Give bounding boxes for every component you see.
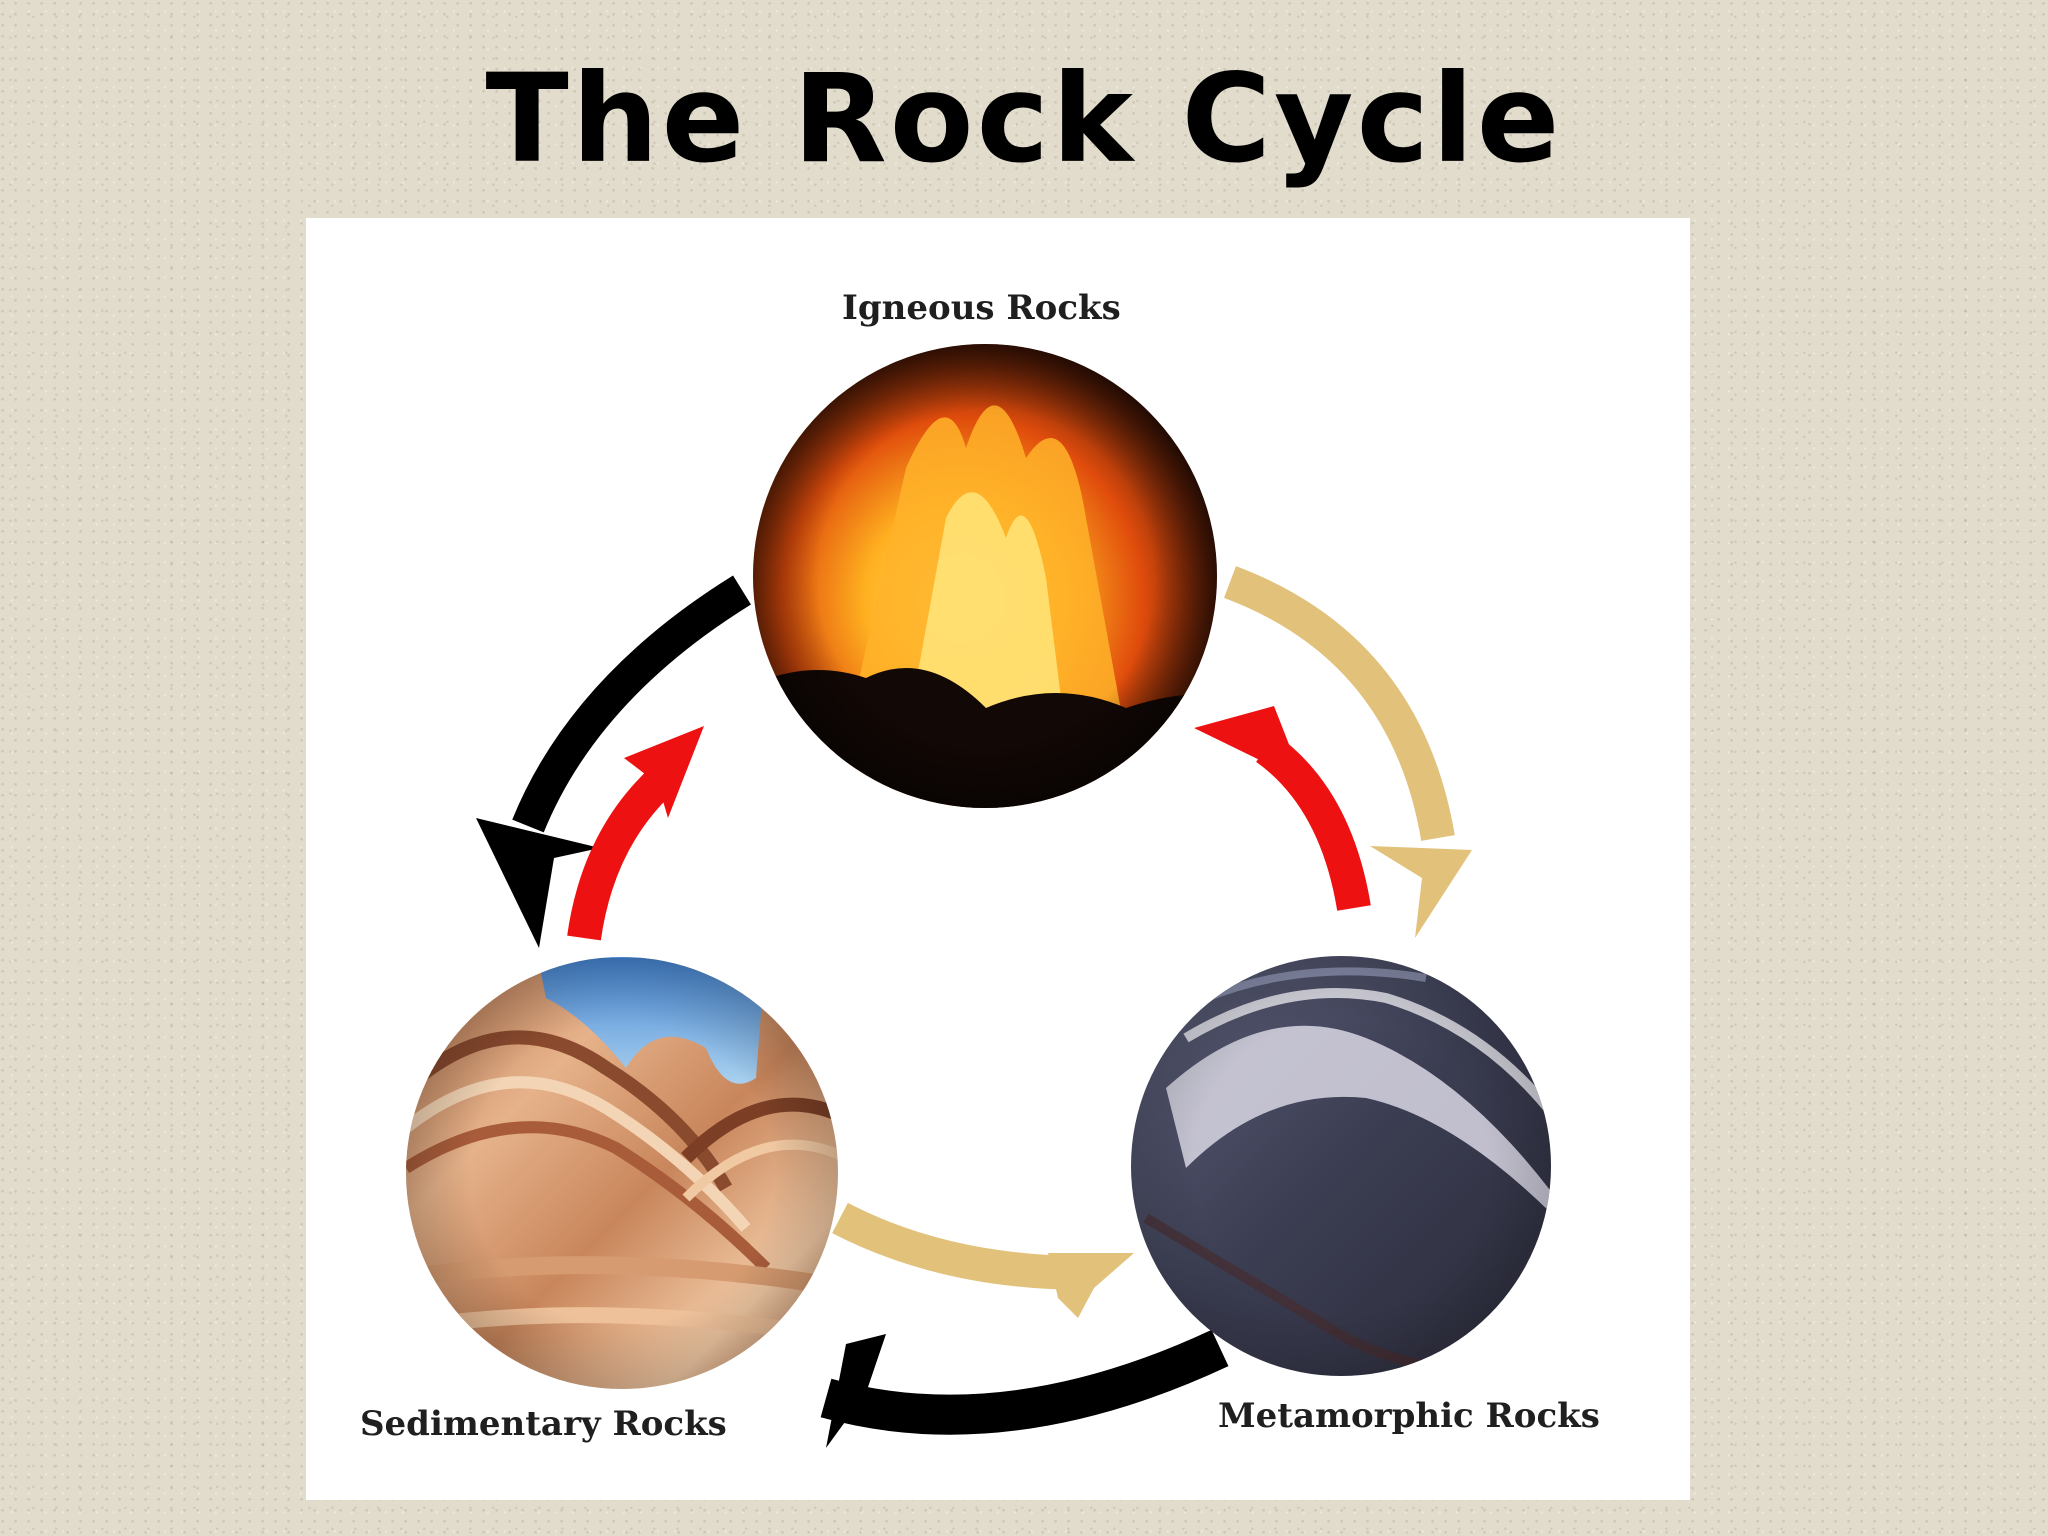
sedimentary-rock-image bbox=[406, 957, 838, 1389]
arrow-sedimentary-to-metamorphic bbox=[832, 1202, 1134, 1318]
slide-title: The Rock Cycle bbox=[485, 48, 1563, 190]
arrow-igneous-to-sedimentary bbox=[476, 575, 751, 948]
arrow-igneous-to-metamorphic bbox=[1224, 566, 1472, 938]
sedimentary-rocks-label: Sedimentary Rocks bbox=[360, 1404, 727, 1444]
arrow-sedimentary-to-igneous bbox=[567, 726, 704, 941]
arrow-metamorphic-to-igneous bbox=[1194, 706, 1371, 911]
rock-cycle-diagram: Igneous Rocks Sedimentary Rocks Metamorp… bbox=[306, 218, 1690, 1500]
igneous-rocks-label: Igneous Rocks bbox=[842, 288, 1121, 328]
igneous-rock-image bbox=[753, 344, 1217, 808]
arrow-metamorphic-to-sedimentary bbox=[820, 1329, 1229, 1448]
metamorphic-rocks-label: Metamorphic Rocks bbox=[1218, 1396, 1600, 1436]
metamorphic-rock-image bbox=[1131, 956, 1551, 1376]
diagram-canvas bbox=[406, 344, 1551, 1448]
